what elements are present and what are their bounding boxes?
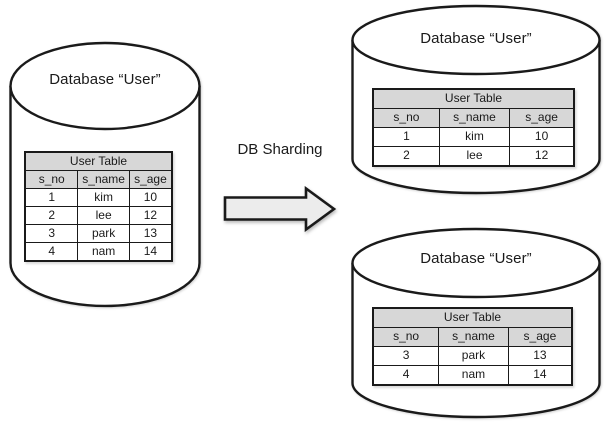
arrow-label: DB Sharding bbox=[237, 141, 323, 158]
column-header: s_no bbox=[372, 108, 440, 128]
table-cell: 12 bbox=[128, 206, 173, 225]
table-cell: 10 bbox=[128, 188, 173, 207]
table-cell: lee bbox=[77, 206, 130, 225]
table-cell: 4 bbox=[372, 365, 440, 386]
column-header: s_age bbox=[507, 327, 573, 347]
column-header: s_name bbox=[438, 108, 511, 128]
table-cell: 3 bbox=[372, 346, 440, 366]
table-title-row: User Table bbox=[372, 88, 575, 109]
table-cell: 3 bbox=[24, 224, 79, 243]
table-cell: kim bbox=[77, 188, 130, 207]
database-title: Database “User” bbox=[420, 250, 532, 267]
database-title: Database “User” bbox=[49, 71, 161, 88]
database-title: Database “User” bbox=[420, 30, 532, 47]
table-cell: 4 bbox=[24, 242, 79, 262]
table-cell: park bbox=[77, 224, 130, 243]
table-cell: 10 bbox=[509, 127, 575, 147]
table-cell: 14 bbox=[507, 365, 573, 386]
table-cell: 1 bbox=[24, 188, 79, 207]
table-cell: nam bbox=[438, 365, 509, 386]
table-cell: 13 bbox=[507, 346, 573, 366]
table-cell: 2 bbox=[24, 206, 79, 225]
column-header: s_age bbox=[509, 108, 575, 128]
table-cell: lee bbox=[438, 146, 511, 167]
table-title-row: User Table bbox=[24, 151, 173, 171]
table-cell: park bbox=[438, 346, 509, 366]
column-header: s_name bbox=[77, 170, 130, 189]
table-title: User Table bbox=[372, 88, 575, 109]
column-header: s_age bbox=[128, 170, 173, 189]
table-cell: 1 bbox=[372, 127, 440, 147]
column-header: s_no bbox=[24, 170, 79, 189]
table-cell: nam bbox=[77, 242, 130, 262]
table-cell: 2 bbox=[372, 146, 440, 167]
table-title-row: User Table bbox=[372, 307, 573, 328]
table-title: User Table bbox=[24, 151, 173, 171]
table-cell: 14 bbox=[128, 242, 173, 262]
table-title: User Table bbox=[372, 307, 573, 328]
table-cell: kim bbox=[438, 127, 511, 147]
right-arrow-icon bbox=[223, 186, 337, 232]
column-header: s_name bbox=[438, 327, 509, 347]
table-cell: 13 bbox=[128, 224, 173, 243]
table-cell: 12 bbox=[509, 146, 575, 167]
column-header: s_no bbox=[372, 327, 440, 347]
